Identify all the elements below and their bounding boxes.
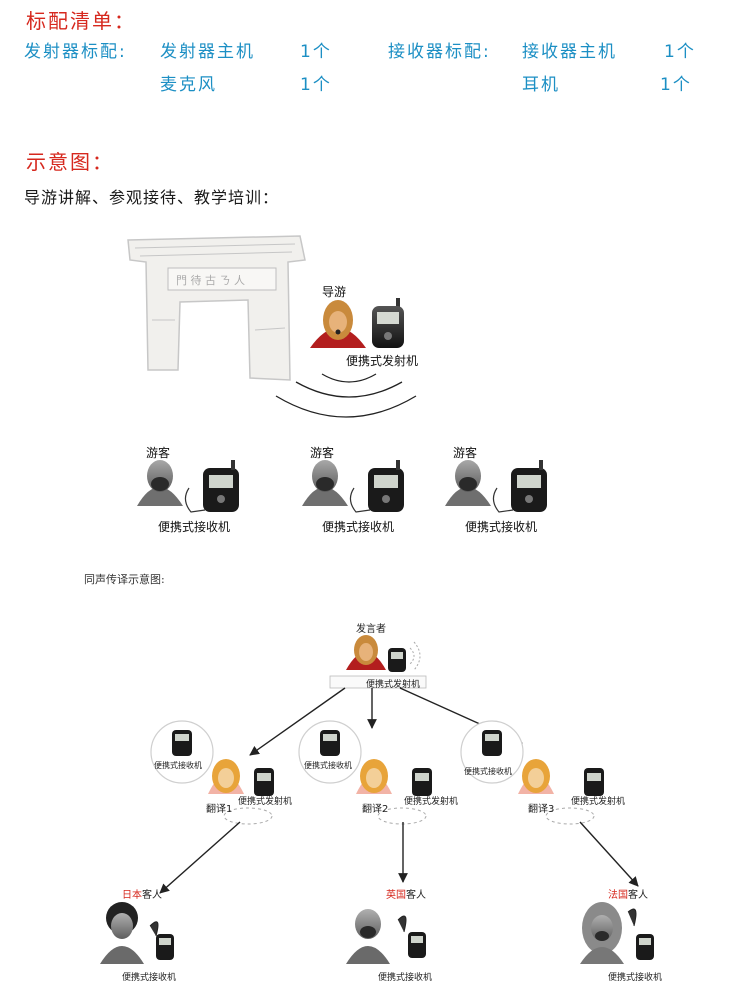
guest-uk-figure bbox=[346, 909, 426, 964]
guest-country: 法国 bbox=[608, 890, 628, 901]
guide-person bbox=[310, 300, 366, 348]
guest-device-label: 便携式接收机 bbox=[122, 973, 177, 983]
translator-group bbox=[298, 720, 432, 825]
speaker-label: 发言者 bbox=[356, 624, 386, 635]
translator-bubble-label: 便携式接收机 bbox=[464, 767, 512, 776]
tourist-figure bbox=[302, 460, 404, 513]
tourist-label: 游客 bbox=[453, 446, 478, 460]
translator-device-label: 便携式发射机 bbox=[238, 797, 293, 807]
translator-device-label: 便携式发射机 bbox=[404, 797, 459, 807]
guest-label-japan: 日本客人 bbox=[122, 886, 162, 901]
speaker-device-label: 便携式发射机 bbox=[366, 680, 421, 690]
config-title: 标配清单： bbox=[26, 9, 136, 33]
translator-bubble-label: 便携式接收机 bbox=[304, 761, 352, 770]
guest-suffix: 客人 bbox=[406, 890, 426, 901]
receiver-item-qty: 1个 bbox=[664, 42, 696, 62]
translator-device-label: 便携式发射机 bbox=[571, 797, 626, 807]
guest-suffix: 客人 bbox=[142, 890, 162, 901]
guide-label: 导游 bbox=[322, 285, 346, 299]
diagram-title: 示意图： bbox=[26, 150, 114, 174]
receiver-item-qty: 1个 bbox=[660, 75, 692, 95]
guide-transmitter-label: 便携式发射机 bbox=[346, 353, 418, 368]
transmitter-item-name: 麦克风 bbox=[160, 75, 217, 95]
receiver-item-name: 耳机 bbox=[522, 75, 560, 95]
transmitter-item-name: 发射器主机 bbox=[160, 42, 255, 62]
translator-group bbox=[460, 720, 604, 825]
guest-japan-figure bbox=[100, 902, 174, 964]
translator-label: 翻译2 bbox=[362, 804, 389, 815]
tourist-label: 游客 bbox=[146, 446, 171, 460]
receiver-config-label: 接收器标配: bbox=[388, 42, 491, 62]
translator-label: 翻译3 bbox=[528, 804, 555, 815]
translator-bubble-label: 便携式接收机 bbox=[154, 761, 202, 770]
signal-waves bbox=[275, 373, 417, 418]
interp-subtitle: 同声传译示意图: bbox=[84, 573, 165, 586]
translator-group bbox=[150, 720, 274, 825]
transmitter-item-qty: 1个 bbox=[300, 42, 332, 62]
guest-suffix: 客人 bbox=[628, 890, 648, 901]
transmitter-item-qty: 1个 bbox=[300, 75, 332, 95]
tourist-figure bbox=[137, 460, 239, 513]
guest-label-uk: 英国客人 bbox=[386, 886, 426, 901]
tourist-figure bbox=[445, 460, 547, 513]
guest-device-label: 便携式接收机 bbox=[608, 973, 663, 983]
guest-arrows bbox=[159, 821, 639, 894]
tourist-device-label: 便携式接收机 bbox=[465, 520, 538, 534]
interp-diagram bbox=[100, 635, 654, 964]
guide-diagram: 門 待 古 ㄋ 人 导游 便携式发射机 bbox=[127, 235, 418, 418]
guest-country: 日本 bbox=[122, 890, 142, 901]
guide-transmitter-icon bbox=[372, 298, 404, 348]
guest-device-label: 便携式接收机 bbox=[378, 973, 433, 983]
svg-text:門 待 古 ㄋ 人: 門 待 古 ㄋ 人 bbox=[176, 273, 245, 287]
tourist-label: 游客 bbox=[310, 446, 335, 460]
transmitter-config-label: 发射器标配: bbox=[24, 42, 127, 62]
guest-label-france: 法国客人 bbox=[608, 886, 648, 901]
speaker-figure bbox=[346, 635, 421, 672]
tourist-row bbox=[137, 460, 547, 513]
guide-section-subtitle: 导游讲解、参观接待、教学培训： bbox=[24, 188, 280, 207]
translator-label: 翻译1 bbox=[206, 804, 233, 815]
tourist-device-label: 便携式接收机 bbox=[322, 520, 395, 534]
building-sketch: 門 待 古 ㄋ 人 bbox=[127, 235, 306, 381]
guest-france-figure bbox=[580, 902, 654, 964]
tourist-device-label: 便携式接收机 bbox=[158, 520, 231, 534]
receiver-item-name: 接收器主机 bbox=[522, 42, 617, 62]
guest-country: 英国 bbox=[386, 890, 406, 901]
